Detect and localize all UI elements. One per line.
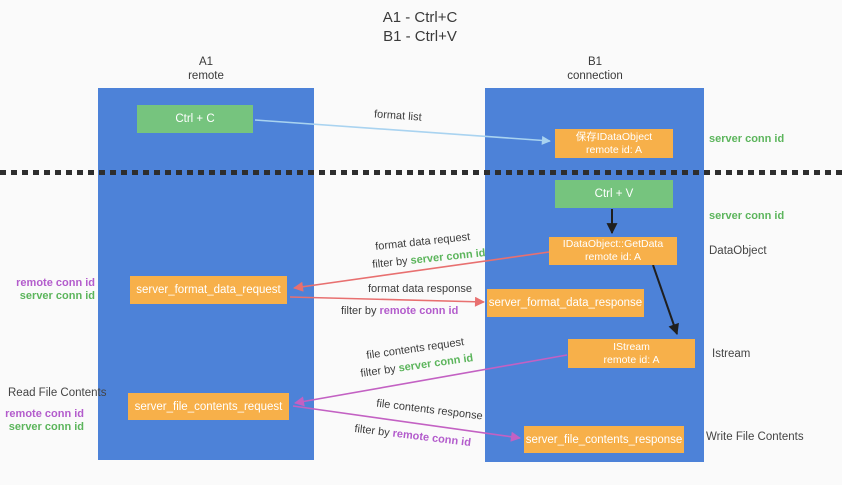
save-idataobject-line2: remote id: A	[585, 143, 643, 156]
dotted-separator-line	[0, 170, 842, 175]
lifeline-b1-subtitle: connection	[567, 70, 623, 82]
server-conn-id-annotation-top: server conn id	[709, 133, 785, 145]
lifeline-a1-subtitle: remote	[188, 70, 224, 82]
conn-id-annotation-pair-top: remote conn id server conn id	[16, 277, 95, 303]
remote-conn-id-annotation-bottom: remote conn id	[5, 408, 84, 420]
save-idataobject-line1: 保存IDataObject	[575, 130, 653, 143]
title-line-2: B1 - Ctrl+V	[383, 28, 457, 45]
remote-conn-id-text: remote conn id	[379, 305, 459, 317]
lifeline-b1-header: B1 connection	[530, 55, 660, 83]
server-file-contents-request-node: server_file_contents_request	[128, 393, 289, 420]
istream-node: IStream remote id: A	[568, 339, 695, 368]
format-data-response-label: format data response	[368, 283, 472, 295]
dataobject-annotation: DataObject	[709, 245, 767, 257]
read-file-contents-annotation: Read File Contents	[8, 387, 107, 399]
getdata-line2: remote id: A	[584, 251, 642, 263]
istream-line2: remote id: A	[603, 353, 660, 366]
idataobject-getdata-node: IDataObject::GetData remote id: A	[549, 237, 677, 265]
save-idataobject-node: 保存IDataObject remote id: A	[555, 129, 673, 158]
format-list-arrow	[254, 119, 551, 145]
file-contents-response-arrow	[292, 405, 521, 442]
lifeline-a1-header: A1 remote	[141, 55, 271, 83]
server-conn-id-annotation-mid: server conn id	[709, 210, 785, 222]
getdata-to-istream-arrow	[652, 264, 679, 336]
title-line-1: A1 - Ctrl+C	[382, 9, 458, 26]
format-data-request-arrow	[293, 251, 550, 292]
server-conn-id-annotation-left-top: server conn id	[19, 290, 95, 302]
lifeline-b1-name: B1	[587, 56, 603, 68]
ctrl-v-node: Ctrl + V	[555, 180, 673, 208]
conn-id-annotation-pair-bottom: remote conn id server conn id	[5, 408, 84, 434]
istream-annotation: Istream	[712, 348, 751, 360]
server-file-contents-response-node: server_file_contents_response	[524, 426, 684, 453]
ctrl-c-node: Ctrl + C	[137, 105, 253, 133]
server-format-data-request-node: server_format_data_request	[130, 276, 287, 304]
server-format-data-response-node: server_format_data_response	[487, 289, 644, 317]
istream-line1: IStream	[613, 340, 650, 353]
format-data-response-arrow	[289, 296, 485, 307]
remote-conn-id-annotation-top: remote conn id	[16, 277, 95, 289]
file-contents-request-arrow	[294, 354, 568, 407]
server-conn-id-annotation-left-bottom: server conn id	[8, 421, 84, 433]
filter-by-text: filter by	[341, 305, 377, 317]
lifeline-a1-name: A1	[198, 56, 214, 68]
diagram-title: A1 - Ctrl+C B1 - Ctrl+V	[300, 8, 540, 46]
getdata-line1: IDataObject::GetData	[562, 238, 664, 250]
write-file-contents-annotation: Write File Contents	[706, 431, 804, 443]
